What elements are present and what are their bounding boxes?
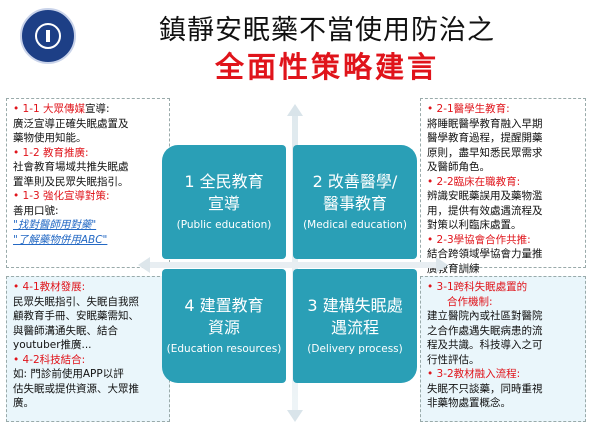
bullet-2-3-line3: 廣教育訓練 [427,262,480,275]
bullet-3-2-head: • 3-2教材融入流程: [427,368,521,380]
bullet-1-3-line2: 善用口號: [13,204,59,217]
panel-public-education: • 1-1 大眾傳媒宣導: 廣泛宣導正確失眠處置及 藥物使用知能。 • 1-2 … [6,98,170,268]
panel-medical-education: • 2-1醫學生教育: 將睡眠醫學教育融入早期 醫學教育過程，提醒開藥 原則，盡… [420,98,586,275]
arrow-right-icon [436,257,448,273]
page-title: 鎮靜安眠藥不當使用防治之 [159,15,495,46]
bullet-2-1-line4: 原則，盡早知悉民眾需求 [427,146,543,159]
slogan-2: "了解藥物併用ABC" [13,233,108,246]
bullet-3-1-line2: 合作機制: [447,295,493,308]
bullet-4-2-line3: 估失眠或提供資源、大眾推 [13,382,139,395]
page-subtitle: 全面性策略建言 [214,50,439,84]
bullet-1-2-head: • 1-2 教育推廣: [13,146,89,159]
arrow-left-icon [138,257,150,273]
tile-title: 1 全民教育 [184,172,264,191]
tile-delivery-process: 3 建構失眠處 遇流程 (Delivery process) [293,269,417,383]
bullet-2-1-line3: 醫學教育過程，提醒開藥 [427,132,543,144]
bullet-4-1-line4: 與醫師溝通失眠、結合 [13,324,118,337]
institute-logo [20,8,76,64]
bullet-3-1-line4: 之合作處遇失眠病患的流 [427,324,543,337]
tile-education-resources: 4 建置教育 資源 (Education resources) [162,269,286,383]
bullet-4-1-head: • 4-1教材發展: [13,281,86,293]
bullet-1-1-line3: 藥物使用知能。 [13,132,87,144]
bullet-2-1-line5: 及醫師角色。 [427,161,490,173]
bullet-2-2-head: • 2-2臨床在職教育: [427,175,521,188]
bullet-1-1-head: • 1-1 大眾傳媒 [13,103,86,115]
logo-ring-icon [35,23,61,49]
tile-title-2: 宣導 [207,194,240,213]
slogan-1: "找對醫師用對藥" [13,219,97,231]
bullet-1-3-head: • 1-3 強化宣導對策: [13,190,110,202]
horizontal-arrow [148,262,438,268]
tile-title-2: 資源 [207,318,240,337]
tile-public-education: 1 全民教育 宣導 (Public education) [162,145,286,259]
header: 鎮靜安眠藥不當使用防治之 全面性策略建言 [0,0,590,84]
bullet-3-1-line3: 建立醫院內或社區對醫院 [427,310,543,322]
bullet-4-2-head: • 4-2科技結合: [13,353,86,366]
panel-delivery-process: • 3-1跨科失眠處置的 合作機制: 建立醫院內或社區對醫院 之合作處遇失眠病患… [420,276,586,422]
bullet-4-2-line2: 如: 門診前使用APP以評 [13,368,124,380]
bullet-2-2-line3: 用，提供有效處遇流程及 [427,204,543,217]
bullet-1-1-line2: 廣泛宣導正確失眠處置及 [13,117,129,130]
bullet-1-1-tail: 宣導: [85,103,110,115]
bullet-2-3-line2: 結合跨領域學協會力量推 [427,248,543,260]
tile-title-2: 醫事教育 [322,194,387,213]
bullet-1-2-line3: 置準則及民眾失眠指引。 [13,175,129,188]
bullet-2-1-head: • 2-1醫學生教育: [427,103,510,115]
arrow-up-icon [287,104,303,116]
bullet-3-1-head: • 3-1跨科失眠處置的 [427,281,528,293]
tile-title-2: 遇流程 [330,318,379,337]
bullet-3-2-line3: 非藥物處置概念。 [427,397,511,409]
bullet-2-1-line2: 將睡眠醫學教育融入早期 [427,117,543,130]
tile-title: 3 建構失眠處 [307,296,403,315]
tile-english: (Medical education) [303,219,407,231]
bullet-2-3-head: • 2-3學協會合作共推: [427,233,531,246]
bullet-3-1-line6: 行性評估。 [427,353,480,366]
bullet-2-2-line4: 對策以利臨床處置。 [427,219,522,231]
arrow-down-icon [287,410,303,422]
panel-education-resources: • 4-1教材發展: 民眾失眠指引、失眠自我照 顧教育手冊、安眠藥需知、 與醫師… [6,276,170,422]
tile-english: (Education resources) [166,343,282,355]
tile-medical-education: 2 改善醫學/ 醫事教育 (Medical education) [293,145,417,259]
bullet-4-1-line3: 顧教育手冊、安眠藥需知、 [13,310,139,322]
bullet-1-2-line2: 社會教育場域共推失眠處 [13,161,129,173]
bullet-4-2-line4: 廣。 [13,397,34,409]
bullet-4-1-line2: 民眾失眠指引、失眠自我照 [13,295,139,308]
bullet-2-2-line2: 辨識安眠藥誤用及藥物濫 [427,190,543,202]
tile-title: 4 建置教育 [184,296,264,315]
tile-english: (Public education) [176,219,272,231]
bullet-3-1-line5: 程及共識。科技導入之可 [427,339,543,351]
tile-english: (Delivery process) [307,343,403,355]
tile-title: 2 改善醫學/ [312,172,398,191]
bullet-3-2-line2: 失眠不只談藥，同時重視 [427,382,543,395]
bullet-4-1-line5: youtuber推廣... [13,339,92,351]
